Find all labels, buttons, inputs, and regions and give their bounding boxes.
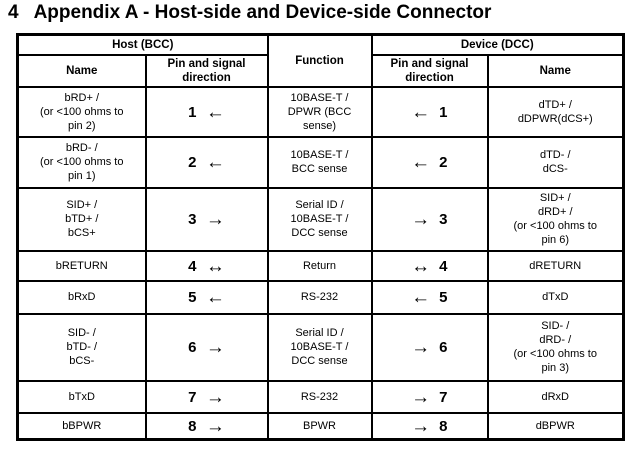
device-pin-cell: →3 (370, 186, 489, 252)
device-pin-cell: →6 (370, 312, 489, 382)
host-name-cell: SID+ / bTD+ / bCS+ (16, 186, 147, 252)
arrow-left-icon: ← (411, 152, 431, 173)
host-name-cell: SID- / bTD- / bCS- (16, 312, 147, 382)
host-pin-cell: 7→ (144, 379, 269, 414)
host-name-cell: bBPWR (16, 411, 147, 441)
title-text: Appendix A - Host-side and Device-side C… (33, 2, 492, 23)
host-pin-cell: 6→ (144, 312, 269, 382)
host-pin-cell: 4↔ (144, 249, 269, 282)
device-name-cell: SID+ / dRD+ / (or <100 ohms to pin 6) (486, 186, 625, 252)
pin-number: 1 (439, 103, 448, 121)
pin-number: 2 (188, 154, 197, 171)
device-name-cell: dBPWR (486, 411, 625, 441)
arrow-left-icon: ← (411, 101, 431, 123)
arrow-right-icon: → (411, 209, 431, 230)
host-group-header: Host (BCC) (16, 33, 269, 56)
function-cell: Serial ID / 10BASE-T / DCC sense (266, 312, 373, 382)
arrow-right-icon: → (205, 415, 225, 437)
pin-number: 8 (439, 417, 448, 435)
pin-number: 7 (439, 388, 448, 406)
device-pin-header: Pin and signal direction (370, 53, 489, 88)
pin-number: 3 (439, 211, 448, 228)
arrow-right-icon: → (411, 415, 431, 437)
table-row-pin6: SID- / bTD- / bCS- 6→ Serial ID / 10BASE… (16, 312, 625, 382)
arrow-leftright-icon: ↔ (411, 255, 431, 277)
device-name-cell: dRETURN (486, 249, 625, 282)
host-pin-cell: 2← (144, 135, 269, 189)
table-row-pin4: bRETURN 4↔ Return ↔4 dRETURN (16, 249, 625, 282)
table-row-pin8: bBPWR 8→ BPWR →8 dBPWR (16, 411, 625, 441)
device-pin-cell: →8 (370, 411, 489, 441)
function-cell: RS-232 (266, 279, 373, 315)
table-row-pin3: SID+ / bTD+ / bCS+ 3→ Serial ID / 10BASE… (16, 186, 625, 252)
arrow-leftright-icon: ↔ (205, 255, 225, 277)
function-cell: 10BASE-T / DPWR (BCC sense) (266, 85, 373, 138)
host-pin-cell: 1← (144, 85, 269, 138)
pin-number: 5 (439, 289, 448, 306)
function-cell: Serial ID / 10BASE-T / DCC sense (266, 186, 373, 252)
pin-number: 1 (188, 103, 197, 121)
pin-number: 2 (439, 154, 448, 171)
pin-number: 4 (188, 257, 197, 275)
function-cell: BPWR (266, 411, 373, 441)
host-name-cell: bRD- / (or <100 ohms to pin 1) (16, 135, 147, 189)
device-name-cell: dRxD (486, 379, 625, 414)
device-pin-cell: ←1 (370, 85, 489, 138)
arrow-left-icon: ← (205, 101, 225, 123)
pin-number: 7 (188, 388, 197, 406)
table-row-pin2: bRD- / (or <100 ohms to pin 1) 2← 10BASE… (16, 135, 625, 189)
arrow-left-icon: ← (205, 152, 225, 173)
device-pin-cell: ←5 (370, 279, 489, 315)
arrow-left-icon: ← (205, 287, 225, 308)
function-cell: 10BASE-T / BCC sense (266, 135, 373, 189)
host-pin-cell: 8→ (144, 411, 269, 441)
device-name-header: Name (486, 53, 625, 88)
arrow-right-icon: → (205, 209, 225, 230)
host-name-cell: bTxD (16, 379, 147, 414)
host-name-cell: bRxD (16, 279, 147, 315)
device-pin-cell: ←2 (370, 135, 489, 189)
header-column-row: Name Pin and signal direction Pin and si… (16, 53, 625, 88)
device-group-header: Device (DCC) (370, 33, 625, 56)
pin-number: 3 (188, 211, 197, 228)
page-title: 4 Appendix A - Host-side and Device-side … (8, 2, 491, 24)
device-name-cell: dTxD (486, 279, 625, 315)
arrow-left-icon: ← (411, 287, 431, 308)
pin-number: 5 (188, 289, 197, 306)
host-pin-cell: 5← (144, 279, 269, 315)
host-name-cell: bRD+ / (or <100 ohms to pin 2) (16, 85, 147, 138)
host-name-header: Name (16, 53, 147, 88)
function-cell: RS-232 (266, 379, 373, 414)
pin-number: 6 (439, 339, 448, 356)
pin-number: 4 (439, 257, 448, 275)
device-name-cell: dTD- / dCS- (486, 135, 625, 189)
table-row-pin5: bRxD 5← RS-232 ←5 dTxD (16, 279, 625, 315)
pin-number: 6 (188, 339, 197, 356)
function-header: Function (266, 33, 373, 88)
table-row-pin1: bRD+ / (or <100 ohms to pin 2) 1← 10BASE… (16, 85, 625, 138)
function-cell: Return (266, 249, 373, 282)
pin-number: 8 (188, 417, 197, 435)
section-number: 4 (8, 2, 19, 23)
arrow-right-icon: → (205, 337, 225, 358)
arrow-right-icon: → (411, 386, 431, 408)
device-name-cell: dTD+ / dDPWR(dCS+) (486, 85, 625, 138)
connector-pinout-table: Host (BCC) Function Device (DCC) Name Pi… (16, 33, 625, 441)
device-pin-cell: →7 (370, 379, 489, 414)
device-name-cell: SID- / dRD- / (or <100 ohms to pin 3) (486, 312, 625, 382)
host-pin-header: Pin and signal direction (144, 53, 269, 88)
arrow-right-icon: → (205, 386, 225, 408)
host-pin-cell: 3→ (144, 186, 269, 252)
header-group-row: Host (BCC) Function Device (DCC) (16, 33, 625, 88)
table-row-pin7: bTxD 7→ RS-232 →7 dRxD (16, 379, 625, 414)
device-pin-cell: ↔4 (370, 249, 489, 282)
host-name-cell: bRETURN (16, 249, 147, 282)
arrow-right-icon: → (411, 337, 431, 358)
